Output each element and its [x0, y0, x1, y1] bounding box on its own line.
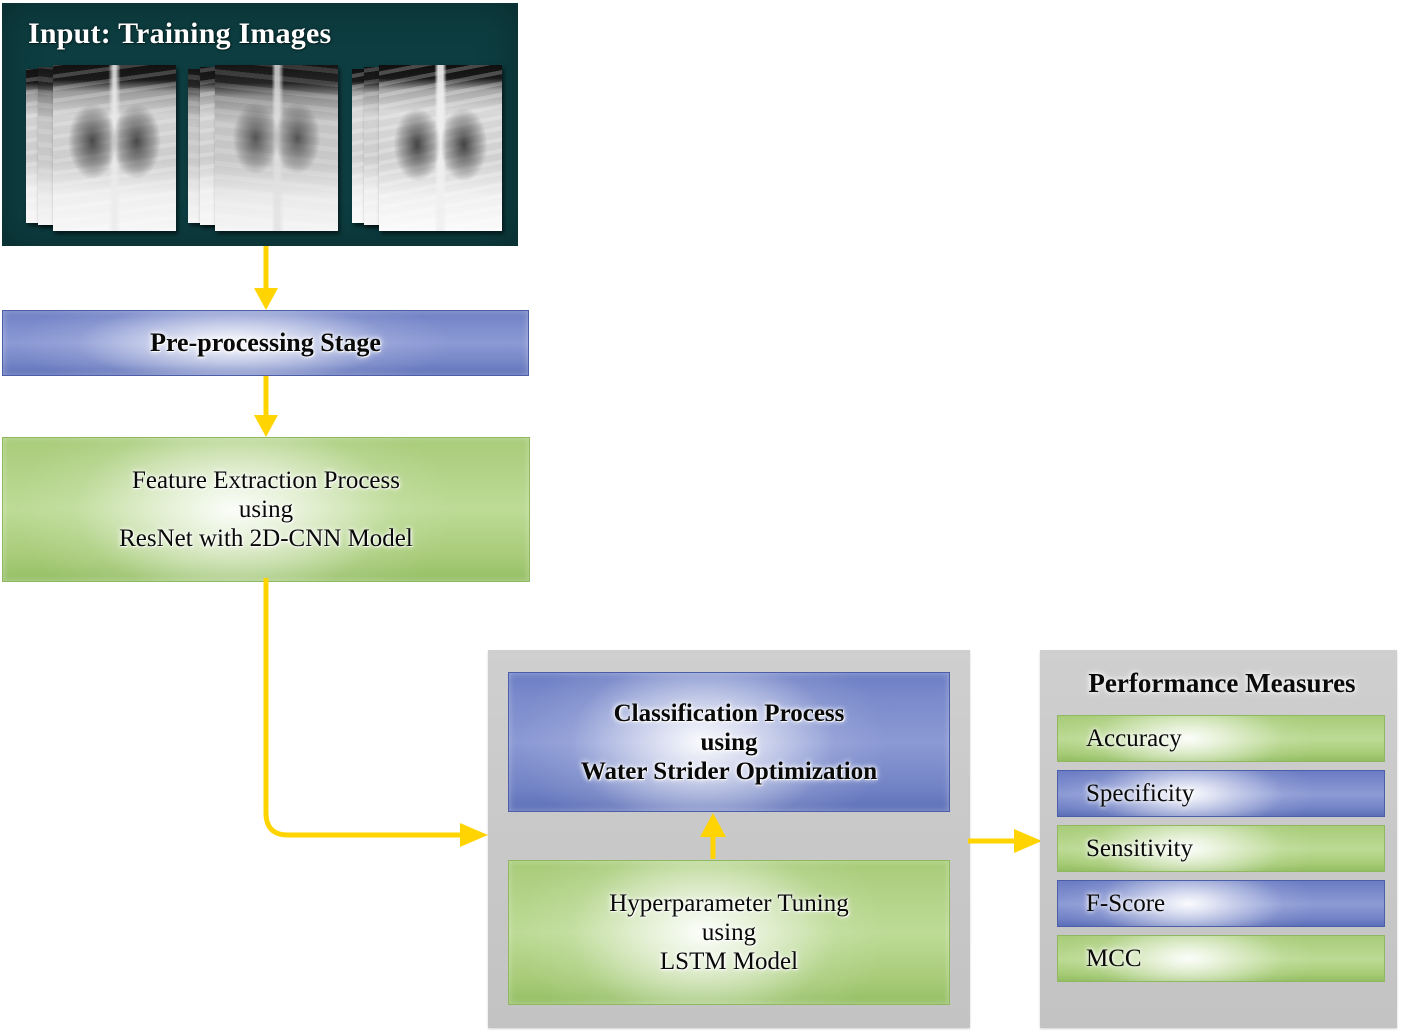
hyperparameter-line1: Hyperparameter Tuning [609, 890, 849, 917]
measure-bar-f-score[interactable]: F-Score [1057, 880, 1385, 927]
performance-measures-panel: Performance Measures Accuracy Specificit… [1040, 650, 1397, 1028]
xray-sheet-front [379, 65, 502, 231]
measure-label-mcc: MCC [1086, 944, 1142, 972]
preprocessing-stage-label: Pre-processing Stage [150, 327, 381, 357]
xray-image-stack-1 [26, 65, 176, 231]
measure-bar-accuracy[interactable]: Accuracy [1057, 715, 1385, 762]
measure-label-f-score: F-Score [1086, 889, 1166, 917]
measure-label-sensitivity: Sensitivity [1086, 834, 1193, 862]
xray-sheet-front [53, 65, 176, 231]
input-panel: Input: Training Images [2, 3, 518, 246]
feature-extraction-line3: ResNet with 2D-CNN Model [119, 525, 413, 552]
measure-bar-specificity[interactable]: Specificity [1057, 770, 1385, 817]
xray-sheet-front [215, 65, 338, 231]
preprocessing-stage-box: Pre-processing Stage [2, 310, 529, 376]
measure-bar-mcc[interactable]: MCC [1057, 935, 1385, 982]
arrow-input-to-preprocessing [254, 246, 278, 310]
feature-extraction-line2: using [238, 496, 294, 523]
xray-image-stack-2 [188, 65, 338, 231]
input-panel-title: Input: Training Images [28, 17, 332, 50]
feature-extraction-line1: Feature Extraction Process [132, 467, 400, 494]
arrow-preprocessing-to-feature [254, 376, 278, 437]
hyperparameter-tuning-label: Hyperparameter Tuning using LSTM Model [609, 889, 849, 976]
measure-label-specificity: Specificity [1086, 779, 1195, 807]
classification-group-panel: Classification Process using Water Strid… [488, 650, 970, 1028]
arrow-classification-to-performance [968, 829, 1042, 853]
hyperparameter-line2: using [701, 919, 757, 946]
arrow-hyperparameter-to-classification [700, 813, 726, 859]
performance-measures-title: Performance Measures [1088, 668, 1356, 698]
classification-line1: Classification Process [613, 699, 845, 727]
feature-extraction-box: Feature Extraction Process using ResNet … [2, 437, 530, 582]
measure-bar-sensitivity[interactable]: Sensitivity [1057, 825, 1385, 872]
measure-label-accuracy: Accuracy [1086, 724, 1182, 752]
arrow-feature-to-classification [263, 578, 488, 847]
classification-line3: Water Strider Optimization [580, 757, 878, 785]
xray-image-stack-3 [352, 65, 502, 231]
classification-process-box: Classification Process using Water Strid… [508, 672, 950, 812]
hyperparameter-tuning-box: Hyperparameter Tuning using LSTM Model [508, 860, 950, 1005]
feature-extraction-label: Feature Extraction Process using ResNet … [119, 466, 413, 553]
hyperparameter-line3: LSTM Model [659, 948, 799, 975]
classification-line2: using [700, 728, 758, 756]
classification-process-label: Classification Process using Water Strid… [581, 699, 877, 786]
